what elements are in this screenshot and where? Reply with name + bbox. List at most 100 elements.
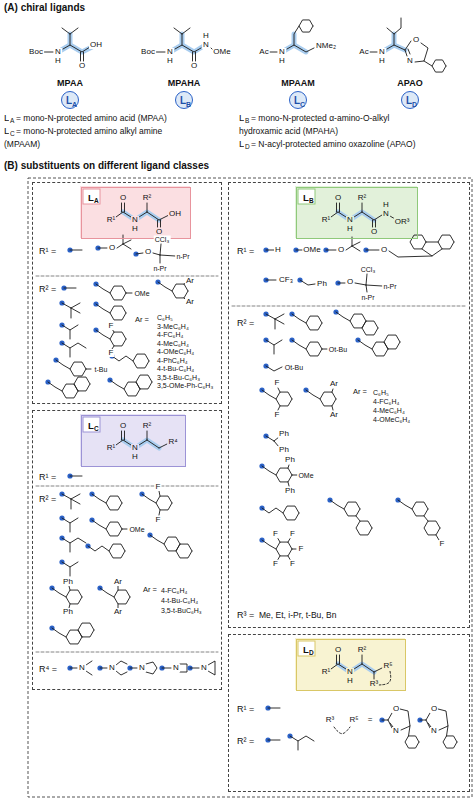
chem-label: O	[392, 705, 400, 713]
ring	[110, 332, 126, 346]
chem-label: 4-FC₆H₄	[372, 398, 400, 405]
chem-label: OMe	[302, 246, 321, 254]
ring	[424, 521, 440, 535]
chem-label: F	[108, 322, 115, 330]
chem-label: Ph	[284, 456, 296, 464]
chem-label: H	[382, 201, 390, 209]
chem-label: F	[155, 516, 162, 524]
chem-label: NMe₂	[315, 42, 337, 50]
row-label: R¹ =	[39, 247, 56, 256]
bond-line	[96, 330, 110, 339]
bond-line	[52, 628, 66, 637]
bond-line	[268, 740, 280, 741]
ligand-letter: L	[66, 96, 72, 106]
bond-line	[88, 546, 109, 551]
chem-label: (MPAAM)	[3, 140, 41, 149]
bond-line	[62, 28, 70, 34]
bond-line	[332, 406, 333, 410]
chem-label: F	[155, 483, 162, 491]
bond-line	[400, 709, 410, 730]
bond-line	[146, 662, 157, 674]
bond-line	[123, 235, 124, 244]
ring	[412, 502, 428, 516]
bond-line	[352, 242, 360, 246]
chem-label: N	[131, 216, 139, 224]
ring	[136, 375, 152, 389]
bond-line	[70, 567, 71, 576]
chem-label: N	[54, 48, 62, 56]
chem-label: R²	[142, 194, 152, 202]
chem-label: = mono-N-protected amino alkyl amine	[15, 127, 163, 136]
row-divider	[36, 486, 218, 487]
heading-label: (A) chiral ligands	[3, 3, 86, 13]
ligand-letter: L	[180, 96, 186, 106]
chem-label: OMe	[297, 472, 314, 479]
chem-label: R¹	[321, 216, 331, 224]
ligand-letter: L	[406, 96, 412, 106]
chem-label: n-Pr	[175, 253, 190, 260]
chem-label: OH	[89, 41, 103, 49]
bond-line	[387, 45, 405, 50]
bond-line	[278, 556, 280, 559]
bond-line	[160, 255, 175, 256]
chem-label: R³	[369, 680, 379, 688]
bond-line	[136, 253, 143, 254]
bond-line	[354, 664, 362, 669]
bond-line	[190, 668, 199, 669]
chem-label: 4-FC₆H₄	[156, 331, 184, 338]
bond-line	[288, 465, 289, 468]
bond-line	[266, 280, 276, 281]
bond-line	[100, 588, 114, 597]
ring	[405, 736, 419, 748]
bond-line	[366, 274, 367, 285]
bond-line	[70, 476, 82, 477]
bond-line	[274, 345, 275, 354]
chem-label: R³	[325, 716, 335, 724]
bond-line	[70, 34, 71, 45]
bond-line	[71, 303, 80, 308]
ligand-badge: LB	[175, 91, 193, 109]
bond-line	[420, 720, 426, 721]
chem-label: CCl₃	[154, 236, 171, 243]
bond-line	[382, 720, 388, 721]
ring	[344, 502, 360, 516]
chem-label: 4-MeC₆H₄	[372, 407, 406, 414]
chem-label: OH	[168, 210, 182, 218]
bond-line	[70, 523, 71, 532]
chem-label: O	[412, 36, 420, 44]
bond-line	[121, 431, 122, 440]
bond-line	[123, 212, 131, 217]
ligand-letter: L	[303, 645, 309, 655]
bond-line	[121, 203, 122, 212]
chem-label: 3,5-t-Bu-C₆H₃	[156, 373, 201, 380]
bond-line	[288, 482, 289, 486]
chem-label: O	[108, 244, 116, 252]
bond-line	[356, 516, 360, 521]
heading-label: MPAA	[56, 79, 84, 88]
chem-label: N	[131, 444, 139, 452]
row-label: R² =	[237, 737, 254, 746]
chem-label: R¹	[106, 444, 116, 452]
row-label: R¹ =	[237, 247, 254, 256]
chem-label: R²	[142, 422, 152, 430]
bond-line	[387, 28, 394, 34]
chem-label: R²	[357, 194, 367, 202]
row-label: Me, Et, i-Pr, t-Bu, Bn	[259, 611, 336, 620]
chem-label: N	[382, 210, 390, 218]
chem-label: N	[200, 664, 208, 672]
bond-line	[147, 431, 148, 440]
chem-label: H	[346, 225, 354, 233]
chem-label: 4-PhC₆H₄	[156, 356, 189, 363]
chem-label: n-Pr	[152, 265, 167, 272]
chem-label: F	[439, 540, 446, 548]
ligand-subscript: D	[412, 101, 417, 108]
bond-line	[48, 382, 62, 391]
bond-line	[288, 556, 290, 559]
chem-label: CCl₃	[360, 266, 377, 273]
chem-label: N	[166, 48, 174, 56]
chem-label: H	[378, 57, 386, 65]
bond-line	[69, 586, 70, 590]
chem-label: H	[202, 32, 210, 40]
bond-line	[366, 285, 367, 292]
